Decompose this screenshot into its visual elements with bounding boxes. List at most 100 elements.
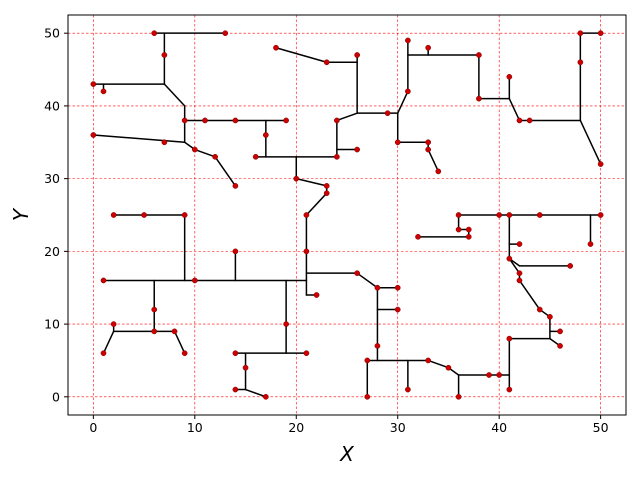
data-point [222,30,229,37]
edge-segment [508,257,521,274]
edges [92,32,602,398]
data-point [252,153,259,160]
data-point [191,146,198,153]
data-point [415,233,421,240]
edge-segment [579,119,602,165]
points [90,30,604,400]
data-point [536,212,543,218]
edge-segment [194,148,216,158]
data-point [516,270,523,277]
data-point [496,372,503,378]
data-point [405,386,411,393]
data-point [516,117,523,124]
data-point [476,95,482,102]
data-point [262,393,269,400]
data-point [334,117,340,124]
edge-segment [427,148,440,173]
data-point [100,350,107,357]
data-point [496,212,503,218]
edge-segment [214,156,237,187]
data-point [313,292,320,298]
data-point [283,117,289,124]
data-point [232,183,239,189]
data-point [384,110,391,117]
data-point [597,212,604,218]
data-point [364,393,371,400]
y-tick-label: 50 [44,26,60,41]
edge-segment [396,90,409,114]
data-point [506,212,513,218]
edge-segment [163,83,186,107]
data-point [293,175,300,182]
data-point [354,146,360,153]
x-tick-label: 10 [187,420,203,435]
data-point [405,88,411,95]
data-point [262,132,269,138]
data-point [232,386,239,393]
data-point [516,277,523,284]
edge-segment [92,134,186,144]
y-tick-label: 20 [44,244,60,259]
data-point [141,212,147,218]
data-point [100,277,107,284]
edge-segment [336,112,358,122]
y-axis-label: Y [9,207,33,221]
data-point [547,313,553,320]
data-point [394,306,401,313]
edge-segment [427,359,450,369]
data-point [425,139,432,146]
data-point [465,233,472,240]
data-point [303,212,310,218]
data-point [191,277,198,284]
edge-segment [173,330,186,354]
data-point [506,386,513,393]
x-tick-label: 50 [593,420,609,435]
data-point [181,117,188,124]
data-point [425,44,432,51]
edge-segment [305,192,328,216]
data-point [455,393,462,400]
data-point [303,350,310,357]
x-tick-label: 30 [390,420,406,435]
data-point [354,52,360,58]
y-tick-label: 40 [44,98,60,113]
data-point [181,350,188,357]
data-point [425,357,432,364]
edge-segment [275,46,328,64]
data-point [151,306,158,313]
data-point [151,328,158,335]
data-point [161,52,168,58]
data-point [394,284,401,291]
data-point [100,88,107,95]
data-point [110,212,117,218]
x-tick-label: 40 [491,420,507,435]
data-point [323,183,330,189]
data-point [465,226,472,233]
data-point [283,321,289,327]
data-point [364,357,371,364]
data-point [323,59,330,66]
data-point [506,255,513,262]
edge-segment [244,388,267,398]
data-point [425,146,432,153]
data-point [577,59,584,66]
y-tick-label: 0 [52,389,60,404]
y-tick-label: 10 [44,317,60,332]
data-point [597,30,604,37]
data-point [394,139,401,146]
data-point [486,372,492,378]
data-point [536,306,543,313]
data-point [506,335,513,342]
data-point [232,117,239,124]
data-point [354,270,360,277]
data-point [232,350,239,357]
data-point [557,328,563,335]
data-point [242,364,249,371]
x-tick-label: 20 [288,420,304,435]
edge-segment [518,279,541,311]
data-point [577,30,584,37]
data-point [455,226,462,233]
data-point [110,321,117,327]
data-point [476,52,482,58]
